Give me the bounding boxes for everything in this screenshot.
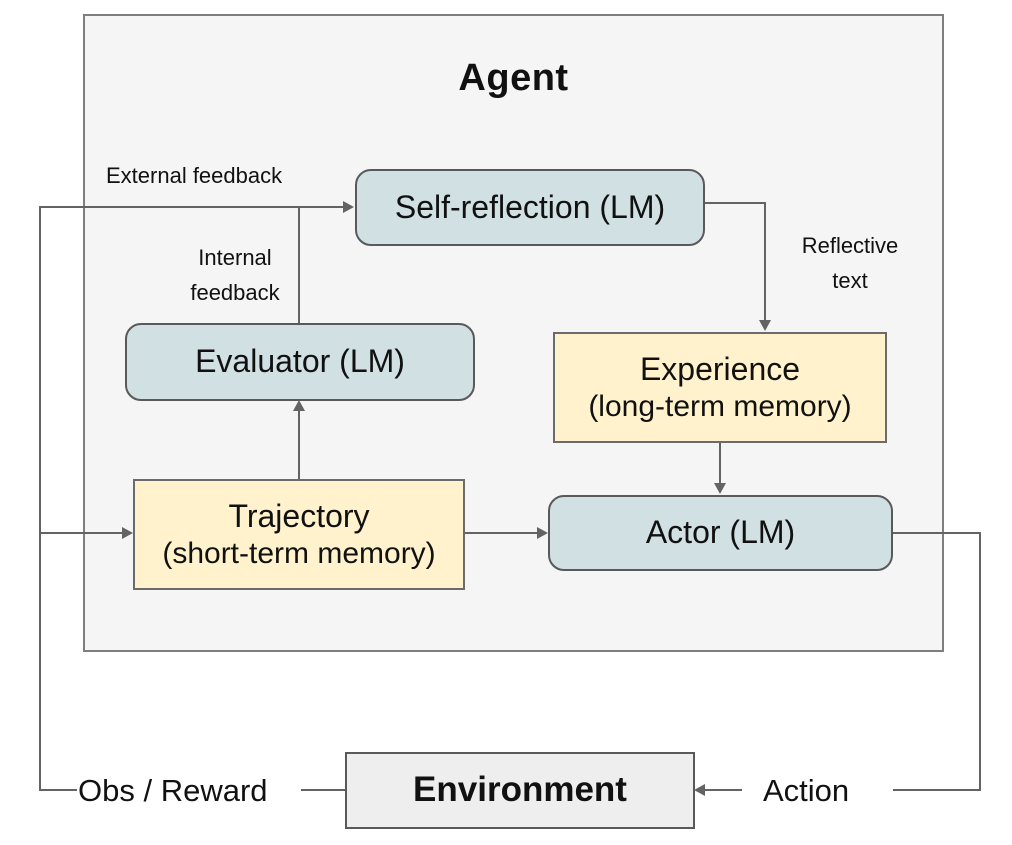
obs-reward-label: Obs / Reward (78, 773, 268, 808)
self-reflection-label: Self-reflection (LM) (394, 188, 666, 225)
arrowhead-into-self-reflection-icon (343, 201, 354, 213)
evaluator-node: Evaluator (LM) (125, 323, 475, 401)
connector-action-left-segment (704, 789, 742, 791)
connector-trajectory-to-actor (465, 532, 538, 534)
connector-obs-right-segment (301, 789, 345, 791)
connector-external-feedback (39, 206, 343, 208)
trajectory-title: Trajectory (228, 497, 370, 534)
experience-title: Experience (639, 350, 801, 387)
connector-trajectory-to-evaluator (298, 410, 300, 480)
connector-internal-feedback (298, 206, 300, 324)
connector-actor-out (893, 532, 981, 534)
connector-obs-left-segment (39, 789, 77, 791)
internal-feedback-line1: Internal (198, 245, 272, 270)
connector-obs-to-trajectory (39, 532, 123, 534)
external-feedback-label: External feedback (106, 163, 283, 188)
internal-feedback-label: Internal feedback (165, 240, 305, 310)
reflective-text-line1: Reflective (801, 233, 899, 258)
arrowhead-into-experience-icon (759, 320, 771, 331)
arrowhead-into-evaluator-icon (293, 400, 305, 411)
connector-reflective-text (764, 202, 766, 321)
arrowhead-into-environment-icon (694, 784, 705, 796)
action-label: Action (763, 773, 850, 808)
connector-selfreflection-out (705, 202, 766, 204)
actor-label: Actor (LM) (645, 514, 796, 551)
experience-node: Experience (long-term memory) (553, 332, 887, 443)
arrowhead-into-actor-icon (537, 527, 548, 539)
self-reflection-node: Self-reflection (LM) (355, 169, 705, 246)
connector-left-feedback-trunk (39, 206, 41, 791)
environment-node: Environment (345, 752, 695, 829)
experience-subtitle: (long-term memory) (588, 389, 852, 423)
actor-node: Actor (LM) (548, 495, 893, 571)
arrowhead-experience-into-actor-icon (714, 483, 726, 494)
agent-title: Agent (458, 57, 569, 99)
trajectory-node: Trajectory (short-term memory) (133, 479, 465, 590)
connector-action-right-segment (893, 789, 981, 791)
connector-experience-to-actor (719, 443, 721, 484)
trajectory-subtitle: (short-term memory) (162, 536, 436, 570)
reflective-text-label: Reflective text (788, 228, 912, 298)
reflective-text-line2: text (832, 268, 868, 294)
connector-action-trunk (979, 532, 981, 791)
evaluator-label: Evaluator (LM) (195, 343, 405, 380)
internal-feedback-line2: feedback (190, 280, 280, 306)
environment-label: Environment (413, 770, 627, 810)
arrowhead-into-trajectory-icon (122, 527, 133, 539)
